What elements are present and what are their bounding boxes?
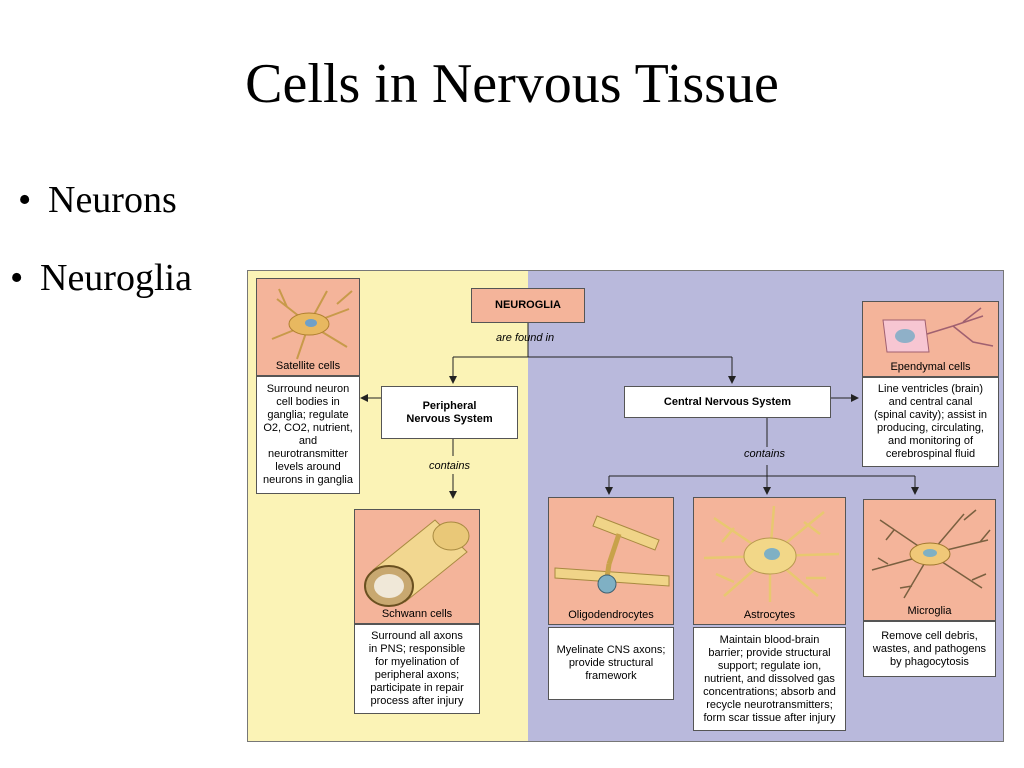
desc-line: and central canal — [888, 396, 973, 408]
oligodendrocyte-card: Oligodendrocytes — [548, 497, 674, 625]
desc-line: O2, CO2, nutrient, — [263, 422, 353, 434]
desc-line: barrier; provide structural — [708, 646, 831, 659]
desc-line: Surround neuron — [266, 383, 350, 395]
desc-line: and — [298, 435, 318, 447]
desc-line: cerebrospinal fluid — [885, 448, 976, 460]
microglia-name: Microglia — [907, 605, 952, 617]
desc-line: neurons in ganglia — [263, 474, 353, 486]
pns-label-line2: Nervous System — [406, 412, 493, 425]
oligodendrocyte-name: Oligodendrocytes — [568, 609, 654, 621]
desc-line: for myelination of — [375, 656, 459, 668]
desc-line: (spinal cavity); assist in — [873, 409, 988, 421]
root-neuroglia-box: NEUROGLIA — [471, 288, 585, 323]
ependymal-desc-box: Line ventricles (brain) and central cana… — [862, 377, 999, 467]
desc-line: Remove cell debris, — [881, 629, 978, 642]
desc-line: recycle neurotransmitters; — [706, 698, 833, 711]
ependymal-cell-name: Ependymal cells — [890, 361, 971, 373]
desc-line: Maintain blood-brain — [719, 633, 820, 646]
schwann-desc-box: Surround all axons in PNS; responsible f… — [354, 624, 480, 714]
oligodendrocyte-illustration — [554, 515, 670, 594]
oligodendrocyte-desc-box: Myelinate CNS axons; provide structural … — [548, 627, 674, 700]
cns-contains-label: contains — [744, 448, 785, 460]
astrocyte-name: Astrocytes — [743, 609, 796, 621]
satellite-desc-box: Surround neuron cell bodies in ganglia; … — [256, 376, 360, 494]
desc-line: peripheral axons; — [374, 669, 460, 681]
desc-line: concentrations; absorb and — [703, 685, 836, 698]
pns-label-line1: Peripheral — [422, 399, 477, 412]
bullet-dot: • — [10, 257, 24, 299]
connector-arrows — [360, 323, 919, 499]
neuroglia-diagram: NEUROGLIA are found in Peripheral Nervou… — [247, 270, 1004, 742]
microglia-card: Microglia — [863, 499, 996, 621]
satellite-cell-card: Satellite cells — [256, 278, 360, 376]
desc-line: in PNS; responsible — [368, 643, 466, 655]
pns-box: Peripheral Nervous System — [381, 386, 518, 439]
microglia-desc-box: Remove cell debris, wastes, and pathogen… — [863, 621, 996, 677]
ependymal-cell-card: Ependymal cells — [862, 301, 999, 377]
bullet-neurons: • Neurons — [18, 178, 177, 222]
desc-line: provide structural — [568, 657, 654, 669]
found-in-label: are found in — [496, 332, 555, 344]
astrocyte-desc-box: Maintain blood-brain barrier; provide st… — [693, 627, 846, 731]
desc-line: Myelinate CNS axons; — [556, 644, 666, 656]
desc-line: wastes, and pathogens — [872, 642, 987, 655]
bullet-dot: • — [18, 179, 32, 221]
desc-line: participate in repair — [370, 682, 464, 694]
desc-line: Surround all axons — [371, 630, 463, 642]
bullet-text: Neuroglia — [40, 257, 192, 299]
desc-line: by phagocytosis — [890, 655, 969, 668]
desc-line: neurotransmitter — [267, 448, 349, 460]
schwann-cell-card: Schwann cells — [354, 509, 480, 624]
schwann-cell-name: Schwann cells — [381, 608, 453, 620]
cns-box: Central Nervous System — [624, 386, 831, 418]
desc-line: ganglia; regulate — [267, 409, 349, 421]
desc-line: levels around — [275, 461, 341, 473]
astrocyte-card: Astrocytes — [693, 497, 846, 625]
bullet-neuroglia: • Neuroglia — [10, 256, 192, 300]
desc-line: form scar tissue after injury — [703, 711, 836, 724]
bullet-text: Neurons — [48, 179, 177, 221]
microglia-illustration — [871, 509, 991, 599]
desc-line: cell bodies in — [276, 396, 340, 408]
ependymal-cell-illustration — [882, 307, 994, 353]
astrocyte-illustration — [703, 505, 840, 602]
desc-line: framework — [585, 670, 637, 682]
desc-line: Line ventricles (brain) — [877, 383, 984, 395]
desc-line: nutrient, and dissolved gas — [704, 672, 835, 685]
desc-line: producing, circulating, — [876, 422, 984, 434]
desc-line: process after injury — [370, 695, 464, 707]
desc-line: and monitoring of — [888, 435, 973, 447]
satellite-cell-illustration — [271, 288, 353, 360]
satellite-cell-name: Satellite cells — [275, 360, 341, 372]
schwann-cell-illustration — [364, 519, 470, 607]
slide-title: Cells in Nervous Tissue — [245, 53, 779, 115]
desc-line: support; regulate ion, — [717, 659, 822, 672]
pns-contains-label: contains — [429, 460, 470, 472]
